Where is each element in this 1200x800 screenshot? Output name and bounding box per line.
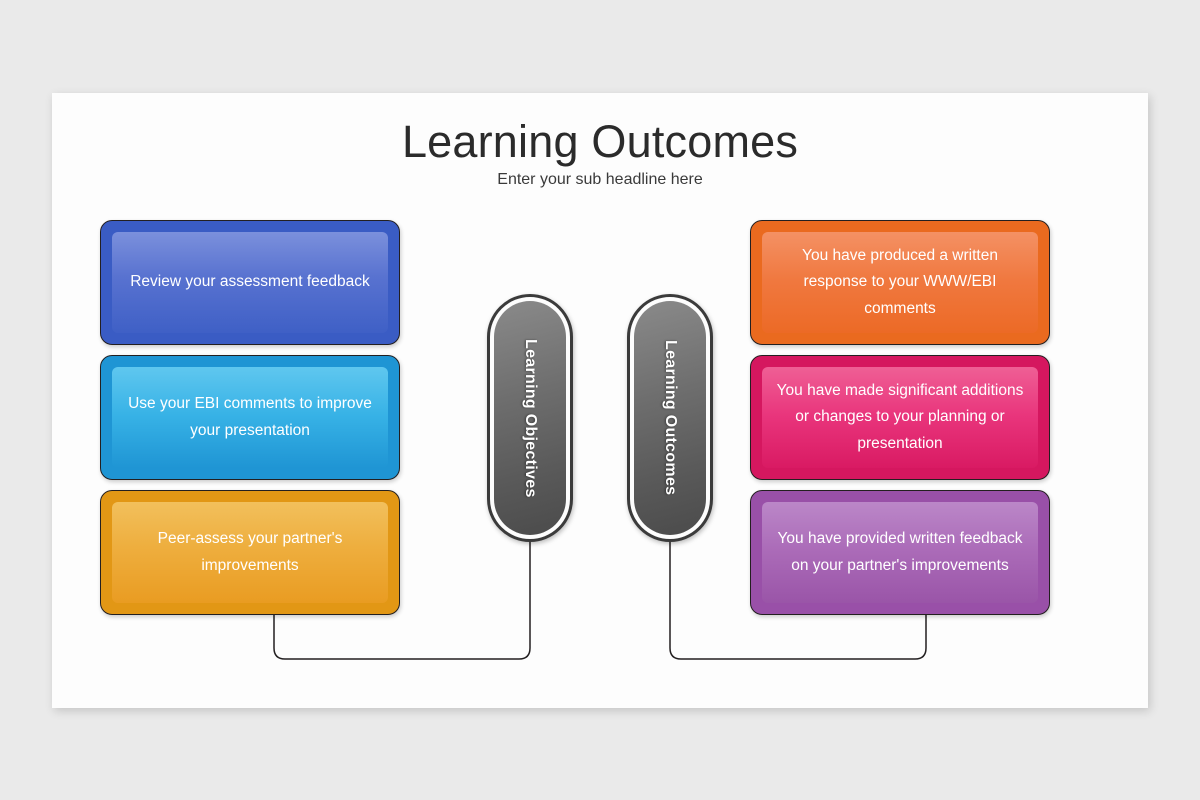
card-gradient-fill: [112, 232, 388, 333]
objective-card-2-label: Use your EBI comments to improve your pr…: [128, 395, 372, 439]
outcome-card-1-label: You have produced a written response to …: [802, 247, 998, 317]
objective-card-1[interactable]: Review your assessment feedback: [100, 220, 400, 345]
outcome-card-1-body: You have produced a written response to …: [758, 228, 1042, 337]
learning-objectives-pill[interactable]: Learning Objectives: [487, 294, 573, 542]
outcome-card-2-body: You have made significant additions or c…: [758, 363, 1042, 472]
objective-card-3[interactable]: Peer-assess your partner's improvements: [100, 490, 400, 615]
outcome-card-3[interactable]: You have provided written feedback on yo…: [750, 490, 1050, 615]
objective-card-2[interactable]: Use your EBI comments to improve your pr…: [100, 355, 400, 480]
objective-card-1-label: Review your assessment feedback: [130, 273, 370, 291]
outcome-card-2-label: You have made significant additions or c…: [776, 382, 1024, 452]
learning-objectives-pill-label: Learning Objectives: [522, 338, 539, 498]
learning-outcomes-pill[interactable]: Learning Outcomes: [627, 294, 713, 542]
learning-objectives-pill-body: Learning Objectives: [494, 301, 566, 535]
outcome-card-2[interactable]: You have made significant additions or c…: [750, 355, 1050, 480]
card-gradient-fill: [762, 232, 1038, 333]
slide-canvas: Learning Outcomes Enter your sub headlin…: [52, 93, 1148, 708]
card-gradient-fill: [112, 367, 388, 468]
outcome-card-3-body: You have provided written feedback on yo…: [758, 498, 1042, 607]
objective-card-2-body: Use your EBI comments to improve your pr…: [108, 363, 392, 472]
learning-outcomes-pill-label: Learning Outcomes: [662, 340, 679, 496]
learning-outcomes-pill-body: Learning Outcomes: [634, 301, 706, 535]
objective-card-1-body: Review your assessment feedback: [108, 228, 392, 337]
objective-card-3-body: Peer-assess your partner's improvements: [108, 498, 392, 607]
page-title: Learning Outcomes: [401, 116, 799, 167]
outcome-card-3-label: You have provided written feedback on yo…: [777, 530, 1023, 574]
card-gradient-fill: [762, 367, 1038, 468]
outcome-card-1[interactable]: You have produced a written response to …: [750, 220, 1050, 345]
objective-card-3-label: Peer-assess your partner's improvements: [157, 530, 343, 574]
page-subtitle: Enter your sub headline here: [497, 171, 703, 188]
